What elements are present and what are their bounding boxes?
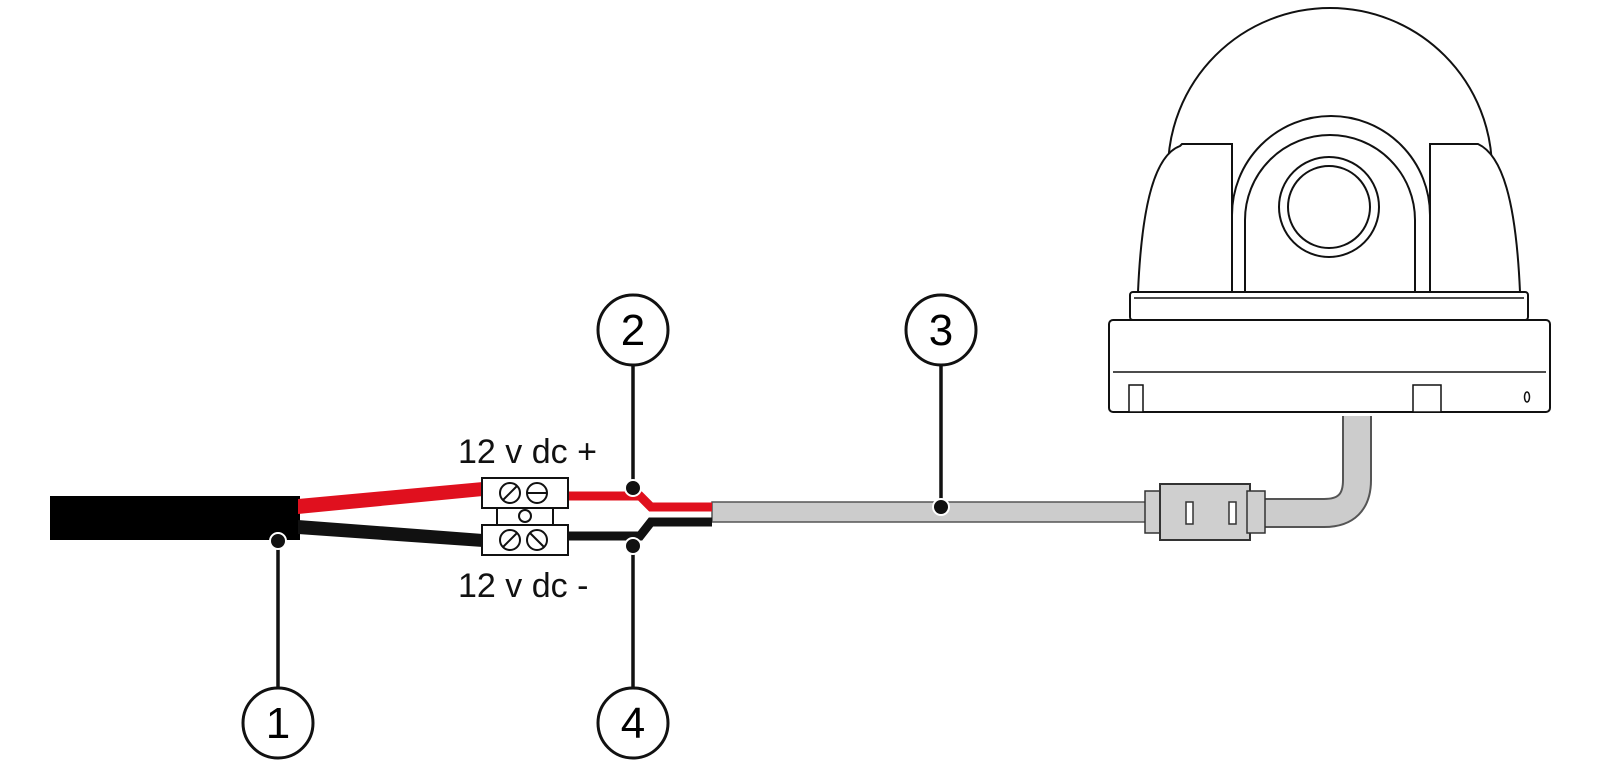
dome-ring-outer: [1231, 115, 1431, 292]
camera-lens-inner: [1287, 165, 1371, 249]
callout-number: 4: [621, 699, 645, 748]
power-cable-jacket: [50, 496, 300, 540]
callout-2: 2: [596, 293, 670, 497]
callout-1: 1: [241, 532, 315, 760]
camera-ring-band: [1129, 291, 1529, 321]
callout-number: 2: [621, 306, 645, 355]
callout-number: 1: [266, 699, 290, 748]
dome-camera: [1108, 7, 1551, 413]
positive-label: 12 v dc +: [458, 433, 597, 471]
callout-4: 4: [596, 537, 670, 760]
ferrite-bead-right: [1246, 490, 1266, 534]
callout-circle: [596, 686, 670, 760]
camera-base: [1108, 319, 1551, 413]
camera-base-slot-left: [1128, 384, 1144, 413]
camera-black-wire: [566, 517, 712, 541]
callout-dot: [269, 532, 287, 550]
power-black-wire: [298, 520, 483, 547]
camera-wires: [566, 491, 712, 541]
camera-base-slot-right: [1412, 384, 1442, 413]
callout-dot: [624, 537, 642, 555]
power-red-wire: [298, 482, 483, 514]
callout-circle: [596, 293, 670, 367]
dome-ring-inner: [1244, 134, 1416, 292]
camera-cable: [711, 416, 1372, 541]
callout-circle: [241, 686, 315, 760]
camera-housing: [1136, 143, 1233, 293]
callout-dot: [932, 498, 950, 516]
terminal-center-hole: [518, 509, 532, 523]
camera-dome: [1167, 7, 1493, 293]
callout-dot: [624, 479, 642, 497]
terminal-block: [481, 477, 569, 556]
power-cable: [50, 482, 483, 547]
terminal-bottom: [481, 524, 569, 556]
callout-number: 3: [929, 306, 953, 355]
camera-red-wire: [566, 491, 712, 512]
negative-label: 12 v dc -: [458, 567, 588, 605]
camera-screw: [1523, 391, 1531, 403]
callout-3: 3: [904, 293, 978, 516]
terminal-top: [481, 477, 569, 509]
camera-housing-right: [1429, 143, 1522, 293]
callout-circle: [904, 293, 978, 367]
